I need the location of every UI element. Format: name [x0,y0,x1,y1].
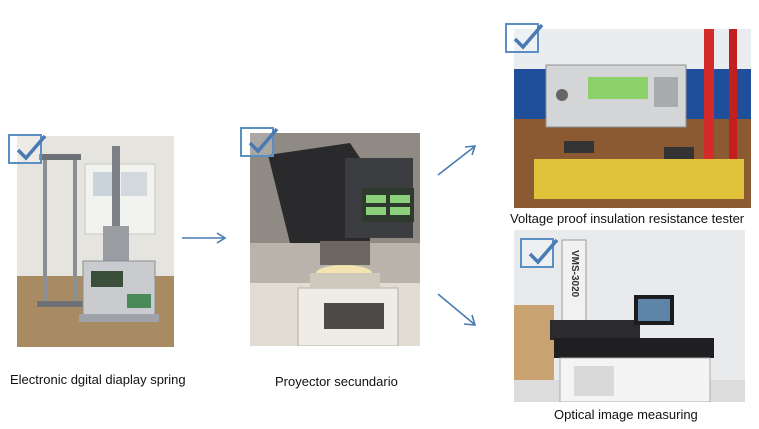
arrow-right-icon [182,232,227,244]
vms-label: VMS-3020 [569,250,580,298]
caption-optical-measuring: Optical image measuring [554,407,698,422]
check-icon [505,23,544,53]
caption-insulation-tester: Voltage proof insulation resistance test… [510,211,745,226]
check-icon [240,127,279,157]
photo-insulation-tester [514,29,751,208]
caption-spring-tester: Electronic dgital diaplay spring [10,372,186,387]
arrow-down-right-icon [437,293,477,326]
arrow-up-right-icon [437,145,477,176]
photo-profile-projector [250,133,420,346]
check-icon [8,134,47,164]
caption-profile-projector: Proyector secundario [275,374,398,389]
check-icon [520,238,559,268]
photo-spring-tester [17,136,174,347]
